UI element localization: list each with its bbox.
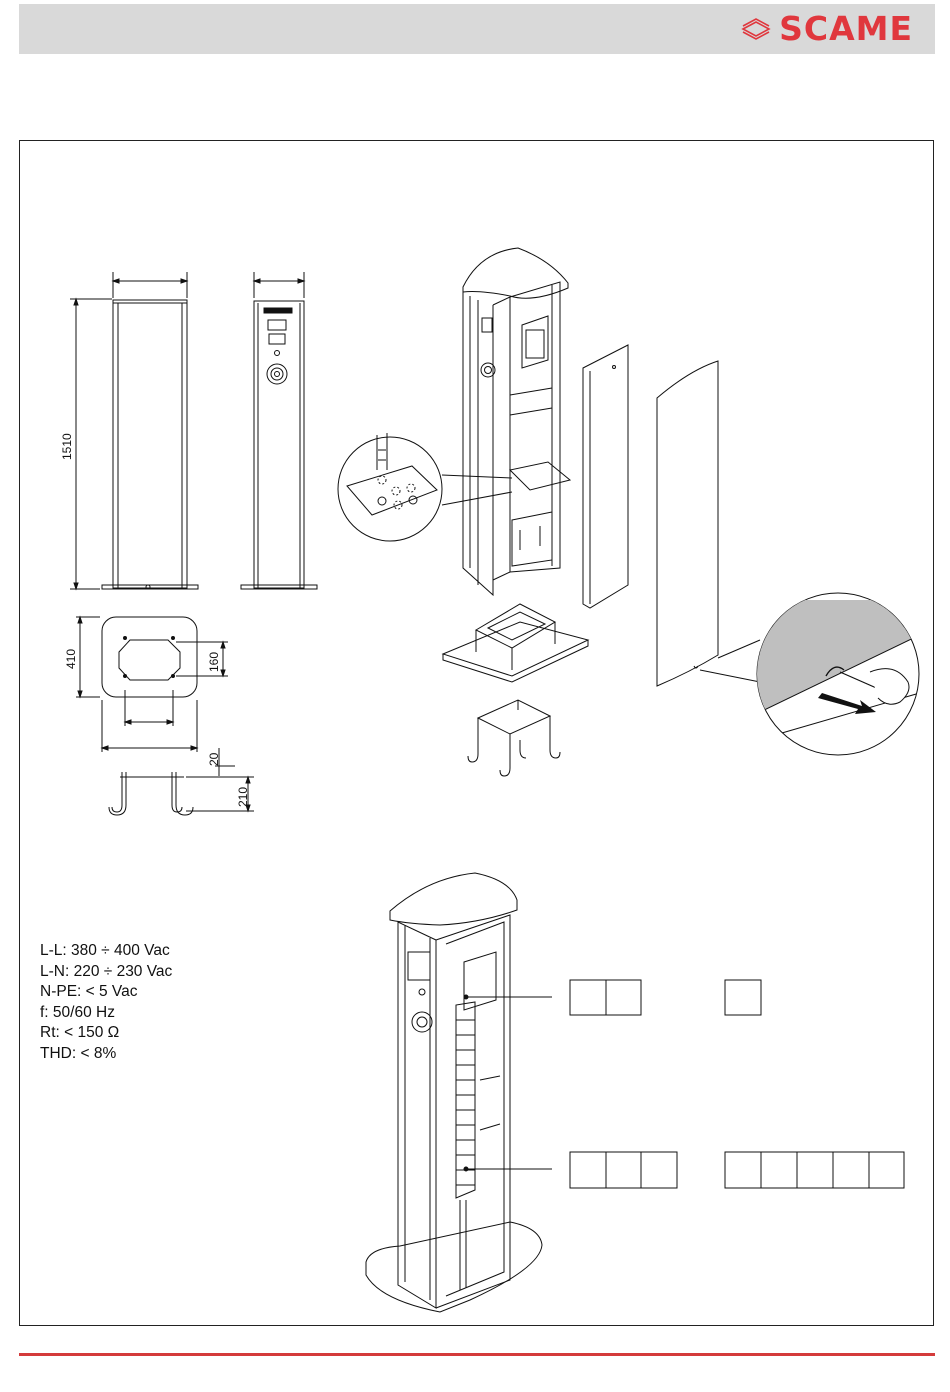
- spec-line-thd: THD: < 8%: [40, 1044, 172, 1065]
- anchor-depth-dimension: 210: [236, 787, 250, 807]
- front-view-column: [241, 272, 317, 589]
- electrical-specifications: L-L: 380 ÷ 400 Vac L-N: 220 ÷ 230 Vac N-…: [40, 941, 172, 1064]
- magnified-detail-callout: [750, 593, 930, 755]
- spec-line-ln-voltage: L-N: 220 ÷ 230 Vac: [40, 962, 172, 983]
- indicator-boxes: [570, 980, 904, 1188]
- hole-spacing-dimension: 160: [207, 652, 221, 672]
- anchor-side-view: [109, 748, 254, 815]
- assembled-column: [366, 873, 552, 1312]
- anchor-top-dimension: 20: [207, 752, 221, 766]
- base-depth-dimension: 410: [64, 649, 78, 669]
- spec-line-npe-voltage: N-PE: < 5 Vac: [40, 982, 172, 1003]
- footer-line: [19, 1353, 935, 1356]
- height-dimension: 1510: [60, 433, 74, 460]
- spec-line-earth-resistance: Rt: < 150 Ω: [40, 1023, 172, 1044]
- side-view-column: [70, 272, 198, 589]
- spec-line-ll-voltage: L-L: 380 ÷ 400 Vac: [40, 941, 172, 962]
- exploded-column: [338, 248, 760, 776]
- base-plan-view: [76, 617, 228, 752]
- spec-line-frequency: f: 50/60 Hz: [40, 1003, 172, 1024]
